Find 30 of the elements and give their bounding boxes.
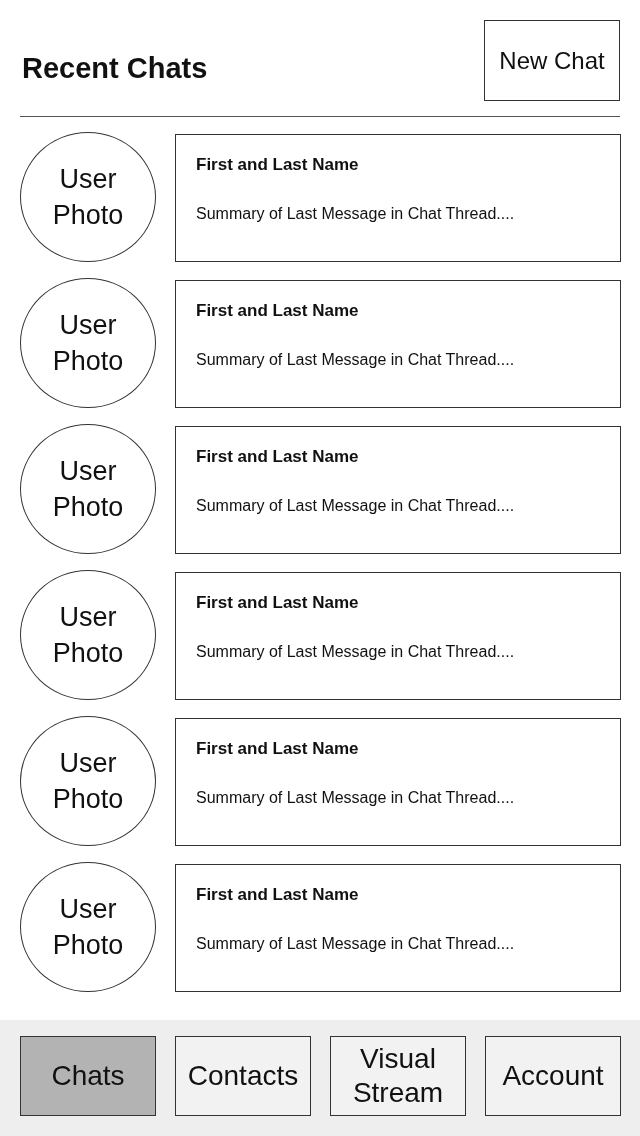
message-summary: Summary of Last Message in Chat Thread.... [196, 789, 516, 807]
message-summary: Summary of Last Message in Chat Thread.... [196, 351, 516, 369]
photo-label: User Photo [51, 747, 125, 816]
contact-name: First and Last Name [196, 155, 360, 175]
contact-name: First and Last Name [196, 447, 360, 467]
screen-title: Recent Chats [22, 52, 208, 85]
chat-preview-card [175, 134, 621, 262]
tab-button: Visual Stream [330, 1036, 466, 1116]
tab-button: Chats [20, 1036, 156, 1116]
photo-label: User Photo [51, 309, 125, 378]
chat-preview-card [175, 572, 621, 700]
contact-name: First and Last Name [196, 739, 360, 759]
photo-label: User Photo [51, 163, 125, 232]
new-chat-button: New Chat [484, 20, 620, 101]
photo-label: User Photo [51, 601, 125, 670]
message-summary: Summary of Last Message in Chat Thread.... [196, 497, 516, 515]
message-summary: Summary of Last Message in Chat Thread.... [196, 205, 516, 223]
message-summary: Summary of Last Message in Chat Thread.... [196, 935, 516, 953]
chat-preview-card [175, 718, 621, 846]
tab-button: Account [485, 1036, 621, 1116]
contact-name: First and Last Name [196, 593, 360, 613]
photo-label: User Photo [51, 893, 125, 962]
contact-name: First and Last Name [196, 301, 360, 321]
chat-preview-card [175, 864, 621, 992]
message-summary: Summary of Last Message in Chat Thread.... [196, 643, 516, 661]
tab-button: Contacts [175, 1036, 311, 1116]
contact-name: First and Last Name [196, 885, 360, 905]
chat-preview-card [175, 280, 621, 408]
chat-preview-card [175, 426, 621, 554]
photo-label: User Photo [51, 455, 125, 524]
